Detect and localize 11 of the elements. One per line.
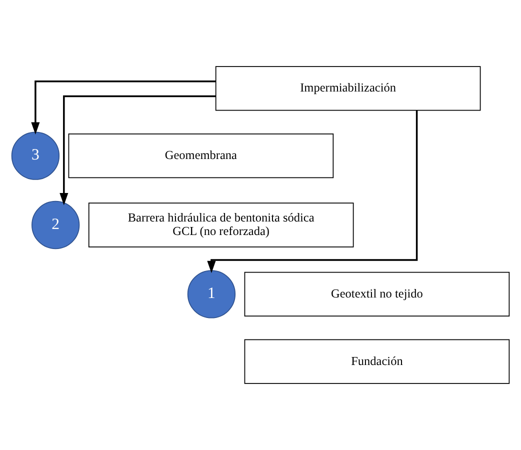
arrow [60, 95, 216, 206]
node-box: Geotextil no tejido [244, 272, 510, 316]
node-circle: 1 [187, 270, 236, 318]
node-circle: 3 [11, 132, 60, 180]
node-circle: 2 [32, 200, 80, 250]
arrow [31, 80, 216, 135]
arrow [207, 110, 418, 274]
node-box: Barrera hidráulica de bentonita sódica GCL (no reforzada) [88, 202, 354, 248]
node-box: Geomembrana [68, 134, 334, 178]
node-box: Impermiabilización [215, 66, 481, 111]
node-box: Fundación [244, 339, 510, 384]
